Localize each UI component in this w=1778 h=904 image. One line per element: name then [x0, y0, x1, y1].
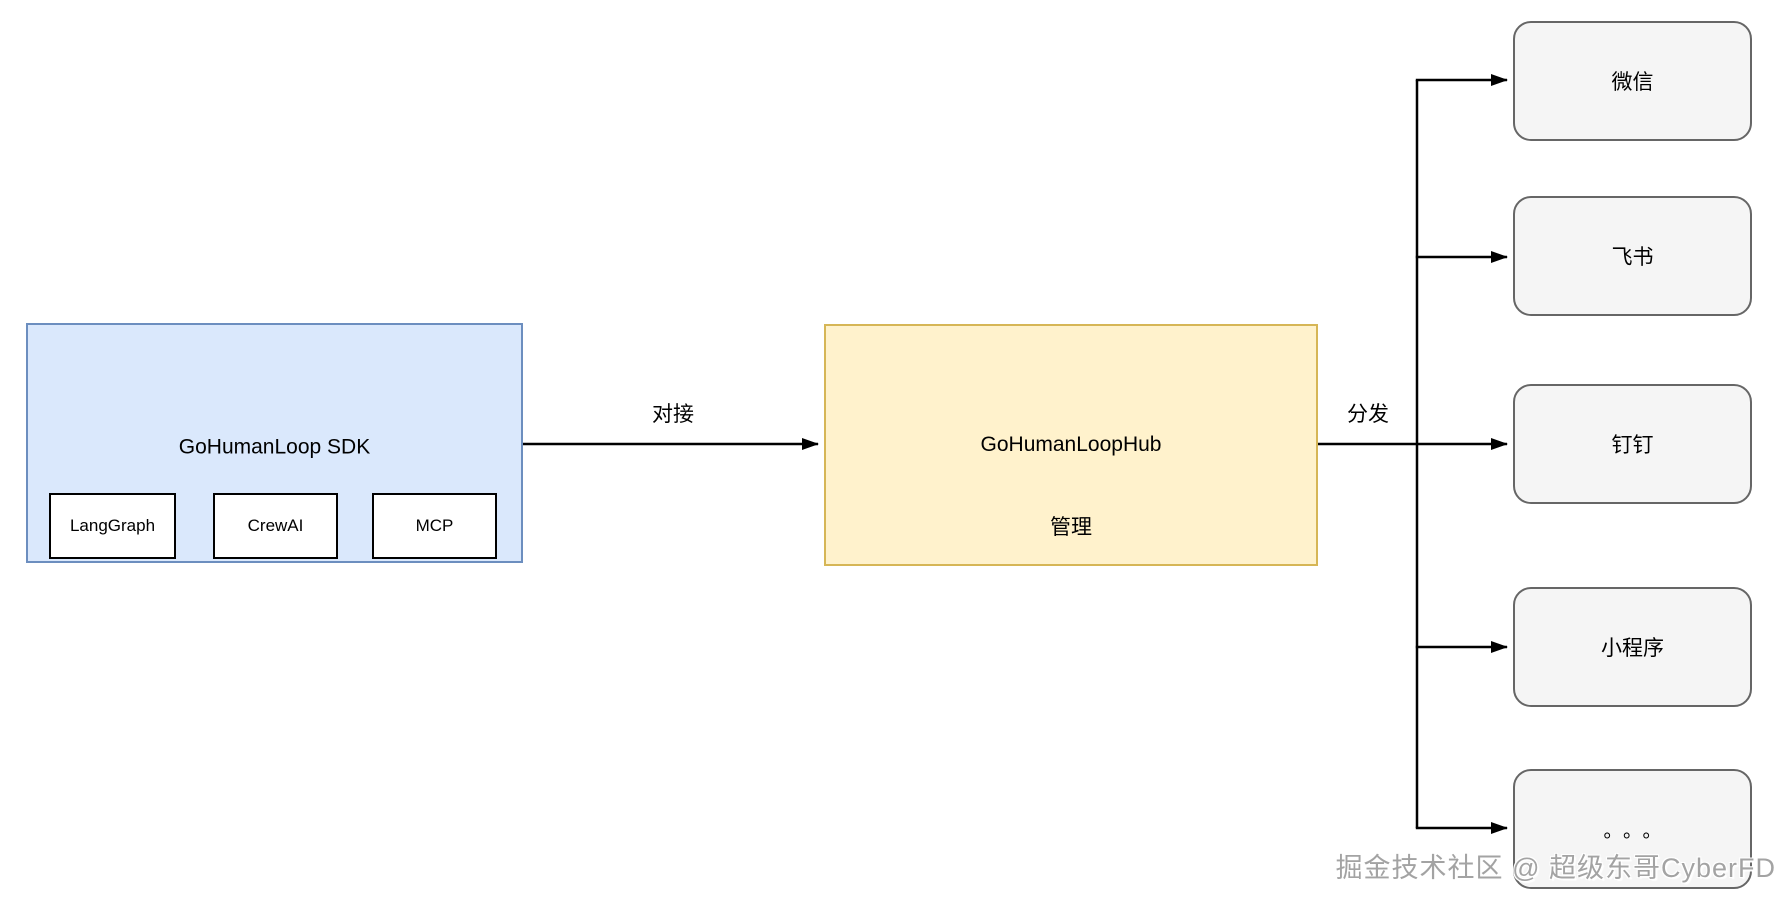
- hub-box: GoHumanLoopHub 管理: [824, 324, 1318, 566]
- edge-label-connect: 对接: [650, 398, 696, 428]
- target-box-feishu: 飞书: [1513, 196, 1752, 316]
- framework-box-mcp: MCP: [372, 493, 497, 559]
- target-box-wechat: 微信: [1513, 21, 1752, 141]
- framework-box-crewai: CrewAI: [213, 493, 338, 559]
- watermark-text: 掘金技术社区 @ 超级东哥CyberFD: [1335, 853, 1776, 883]
- target-label-more-dots: 。。。: [1603, 820, 1672, 842]
- target-label-wechat: 微信: [1611, 71, 1654, 94]
- target-box-miniprogram: 小程序: [1513, 587, 1752, 707]
- hub-box-subtitle: 管理: [1050, 516, 1092, 539]
- target-box-dingtalk: 钉钉: [1513, 384, 1752, 504]
- target-label-feishu: 飞书: [1611, 246, 1654, 269]
- framework-box-langgraph: LangGraph: [49, 493, 176, 559]
- framework-label-langgraph: LangGraph: [69, 516, 156, 535]
- sdk-box: GoHumanLoop SDK LangGraph CrewAI MCP: [26, 323, 523, 563]
- edge-label-distribute: 分发: [1345, 398, 1391, 428]
- framework-label-crewai: CrewAI: [247, 516, 304, 535]
- sdk-box-title: GoHumanLoop SDK: [178, 435, 371, 459]
- target-label-dingtalk: 钉钉: [1611, 434, 1654, 457]
- target-box-more: 。。。: [1513, 769, 1752, 889]
- target-label-miniprogram: 小程序: [1601, 637, 1664, 660]
- framework-label-mcp: MCP: [415, 516, 454, 535]
- hub-box-title: GoHumanLoopHub: [980, 433, 1162, 456]
